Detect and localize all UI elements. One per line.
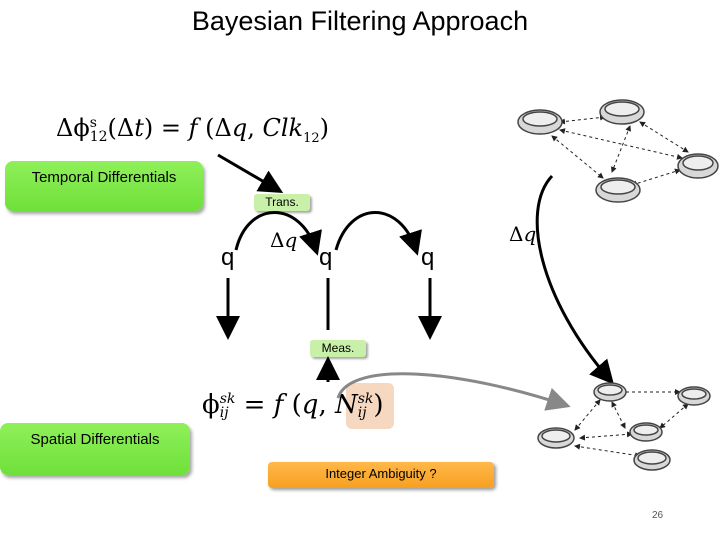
page-number: 26 <box>652 510 664 521</box>
spatial-differentials-box: Spatial Differentials <box>0 423 190 475</box>
delta-q-label: Δq <box>270 228 298 252</box>
state-q-3: q <box>421 244 435 271</box>
bottom-robot-network <box>574 389 689 459</box>
meas-label: Meas. <box>310 340 366 357</box>
temporal-arrow <box>217 153 284 194</box>
robot-icon-bottom <box>537 382 711 471</box>
robot-icon <box>517 99 719 203</box>
transition-arc-2 <box>334 211 422 256</box>
spatial-highlight <box>346 383 394 429</box>
trans-label: Trans. <box>254 194 310 211</box>
long-curve-arrow <box>535 174 614 385</box>
temporal-differentials-box: Temporal Differentials <box>5 161 203 211</box>
transition-arc-1 <box>234 211 322 256</box>
delta-q-label-right: Δq <box>509 222 537 246</box>
integer-ambiguity-box: Integer Ambiguity ? <box>268 462 494 488</box>
top-robot-network <box>551 114 689 187</box>
state-q-2: q <box>319 244 333 271</box>
state-q-1: q <box>221 244 235 271</box>
gray-arrow <box>336 372 571 411</box>
slide-title: Bayesian Filtering Approach <box>191 6 529 36</box>
